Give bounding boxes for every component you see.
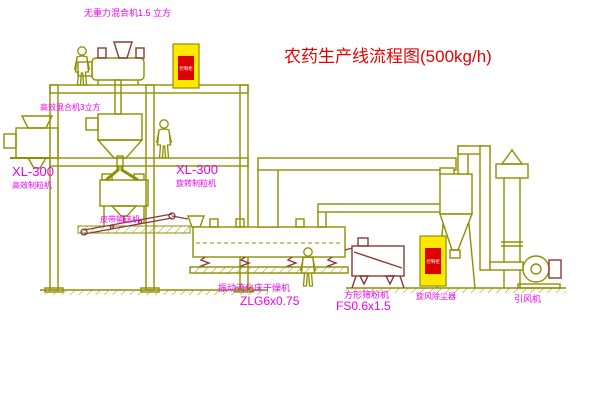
label-second-mixer: 高效混合机3立方 xyxy=(40,102,100,112)
label-belt-conveyor: 皮带输送机 xyxy=(100,214,140,224)
control-cabinet-top: 控制柜 xyxy=(172,43,200,89)
label-center-granulator-name: 旋转制粒机 xyxy=(176,178,216,188)
label-center-granulator-model: XL-300 xyxy=(176,162,218,177)
label-fan: 引风机 xyxy=(514,293,541,304)
worker-figure-top xyxy=(73,46,91,86)
label-cyclone: 旋风除尘器 xyxy=(416,291,456,301)
fluid-bed-dryer xyxy=(187,167,361,274)
label-left-granulator-name: 高效制粒机 xyxy=(12,180,52,190)
label-sifter-model: FS0.6x1.5 xyxy=(336,299,391,313)
building-frame xyxy=(44,84,254,293)
left-granulator xyxy=(3,115,59,169)
cyclone-separator xyxy=(436,145,491,289)
label-dryer-name: 振动流化床干燥机 xyxy=(218,282,290,293)
rotary-granulator xyxy=(99,173,149,226)
conveyor-floor xyxy=(77,225,191,234)
label-sifter-name: 方形筛粉机 xyxy=(344,289,389,300)
gravity-free-mixer xyxy=(77,41,145,115)
exhaust-ducting xyxy=(257,157,457,213)
belt-conveyor xyxy=(80,212,189,236)
label-dryer-model: ZLG6x0.75 xyxy=(240,294,300,308)
square-sifter xyxy=(351,237,405,289)
ground-building xyxy=(40,289,268,295)
label-left-granulator-model: XL-300 xyxy=(12,164,54,179)
high-efficiency-mixer xyxy=(85,113,144,182)
label-top-mixer: 无重力混合机1.5 立方 xyxy=(84,7,171,18)
cabinet-top-label: 控制柜 xyxy=(179,65,193,72)
page-title: 农药生产线流程图(500kg/h) xyxy=(284,47,492,66)
induced-draft-fan xyxy=(489,255,562,289)
worker-figure-mid xyxy=(155,119,173,159)
control-cabinet-right: 控制柜 xyxy=(419,235,447,287)
cabinet-right-label: 控制柜 xyxy=(426,258,440,265)
ground-right xyxy=(346,287,566,293)
